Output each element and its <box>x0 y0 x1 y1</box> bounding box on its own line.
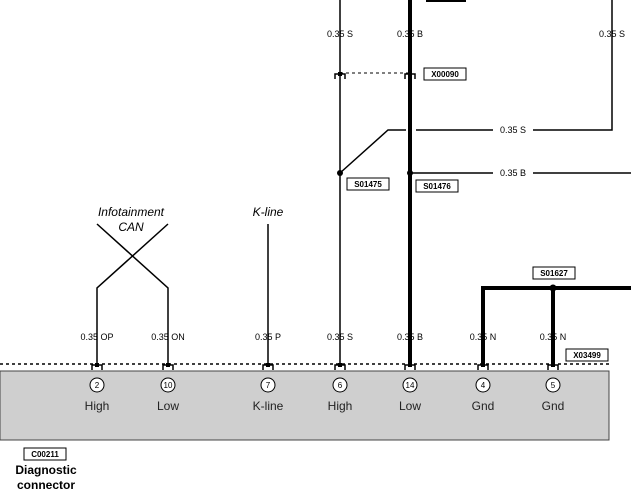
pin-7: 0.35 N 5 Gnd <box>540 332 567 413</box>
pin-circle <box>160 377 176 393</box>
pin-number: 6 <box>338 381 343 390</box>
terminal-dot <box>551 363 555 367</box>
pin-circle <box>260 377 276 393</box>
label-bg <box>493 124 533 135</box>
wire-label-top-left: 0.35 S <box>327 29 353 39</box>
terminal-dot <box>481 363 485 367</box>
pin-label: High <box>85 399 110 413</box>
pin-wire-label: 0.35 N <box>470 332 497 342</box>
tag-x00090-text: X00090 <box>431 70 459 79</box>
terminal-dot <box>408 72 412 76</box>
pin-number: 7 <box>266 381 271 390</box>
pin-number: 10 <box>164 381 173 390</box>
pin-wire-label: 0.35 ON <box>151 332 185 342</box>
pin-6: 0.35 N 4 Gnd <box>470 332 497 413</box>
wire-label-top-right: 0.35 S <box>599 29 625 39</box>
thick-wires <box>408 0 631 364</box>
wires <box>96 0 631 364</box>
pin-circle <box>475 377 491 393</box>
upper-connector-terminals <box>334 72 416 79</box>
terminal-dot <box>338 363 342 367</box>
pin-circle <box>402 377 418 393</box>
pin-number: 5 <box>551 381 556 390</box>
signal-label-infotainment: Infotainment <box>98 205 165 219</box>
tag-s01475-text: S01475 <box>354 180 382 189</box>
terminal-dot <box>338 72 342 76</box>
pin-wire-label: 0.35 N <box>540 332 567 342</box>
pin-wire-label: 0.35 B <box>397 332 423 342</box>
tag-s01475: S01475 <box>346 177 390 191</box>
connector-id-tag: C00211 <box>23 447 67 461</box>
tag-s01476: S01476 <box>415 179 459 193</box>
pin-label: Gnd <box>472 399 495 413</box>
wire-label-branch-upper: 0.35 S <box>500 125 526 135</box>
splice-dot-s01627 <box>549 284 557 292</box>
connector-id-text: C00211 <box>31 450 59 459</box>
tag-x03499-text: X03499 <box>573 351 601 360</box>
wire-s01475-branch <box>339 129 406 174</box>
connector-title-line1: Diagnostic <box>15 463 77 477</box>
wire-s-upper-branch <box>416 0 613 131</box>
tag-x03499: X03499 <box>565 348 609 362</box>
terminal-dot <box>408 363 412 367</box>
splice-dot-s01475 <box>337 170 343 176</box>
terminal-dot <box>166 363 170 367</box>
pin-label: High <box>328 399 353 413</box>
wire-can-high <box>96 223 169 364</box>
wire-label-branch-lower: 0.35 B <box>500 168 526 178</box>
tag-s01476-text: S01476 <box>423 182 451 191</box>
wire-label-top-mid: 0.35 B <box>397 29 423 39</box>
pin-circle <box>545 377 561 393</box>
pin-3: 0.35 P 7 K-line <box>253 332 284 413</box>
splice-dot-s01476 <box>407 170 413 176</box>
pin-5: 0.35 B 14 Low <box>397 332 423 413</box>
pin-label: Low <box>157 399 179 413</box>
pin-wire-label: 0.35 OP <box>80 332 113 342</box>
pin-2: 0.35 ON 10 Low <box>151 332 185 413</box>
pin-number: 14 <box>406 381 415 390</box>
signal-label-kline: K-line <box>253 205 284 219</box>
pin-label: Low <box>399 399 421 413</box>
pin-circle <box>332 377 348 393</box>
label-bg <box>493 167 533 178</box>
wire-can-low <box>96 223 169 364</box>
wire-ground-pin4 <box>481 286 631 364</box>
pin-wire-label: 0.35 P <box>255 332 281 342</box>
terminal-dot <box>95 363 99 367</box>
lower-connector-terminals <box>91 363 559 370</box>
terminal-dot <box>266 363 270 367</box>
pin-wire-label: 0.35 S <box>327 332 353 342</box>
tag-s01627: S01627 <box>532 266 576 280</box>
tag-x00090: X00090 <box>423 67 467 81</box>
connector-title-line2: connector <box>17 478 75 492</box>
pin-number: 2 <box>95 381 100 390</box>
pin-number: 4 <box>481 381 486 390</box>
pin-4: 0.35 S 6 High <box>327 332 353 413</box>
tag-s01627-text: S01627 <box>540 269 568 278</box>
pin-1: 0.35 OP 2 High <box>80 332 113 413</box>
pin-circle <box>89 377 105 393</box>
pin-label: Gnd <box>542 399 565 413</box>
pin-label: K-line <box>253 399 284 413</box>
signal-label-can: CAN <box>118 220 144 234</box>
